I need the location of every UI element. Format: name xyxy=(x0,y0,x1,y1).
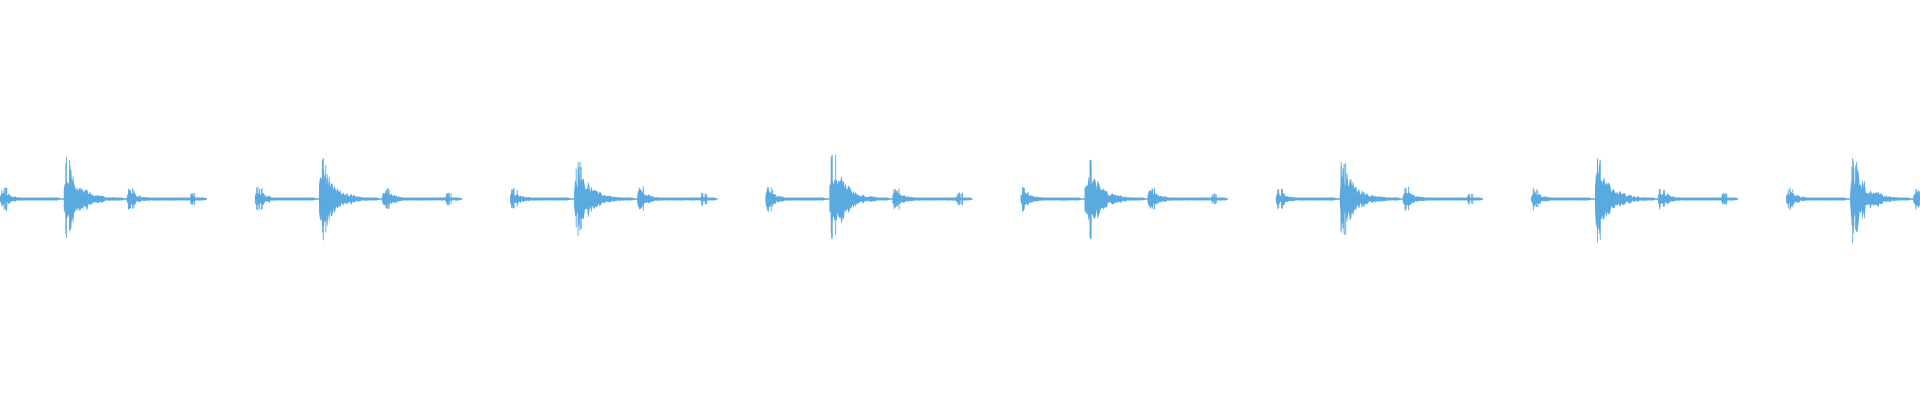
waveform-bar-3 xyxy=(510,161,719,236)
waveform-bar-1 xyxy=(0,157,208,238)
waveform-bar-2 xyxy=(254,158,463,241)
waveform-hit xyxy=(829,172,892,229)
waveform-bar-8 xyxy=(1786,158,1920,244)
waveform-hit xyxy=(1339,172,1402,224)
waveform-hit xyxy=(1850,169,1913,232)
waveform-bar-5 xyxy=(1020,159,1229,240)
waveform-bar-7 xyxy=(1530,158,1739,243)
waveform-bar-6 xyxy=(1275,162,1484,235)
waveform-hit xyxy=(1594,172,1657,230)
waveform-bar-4 xyxy=(765,154,974,240)
